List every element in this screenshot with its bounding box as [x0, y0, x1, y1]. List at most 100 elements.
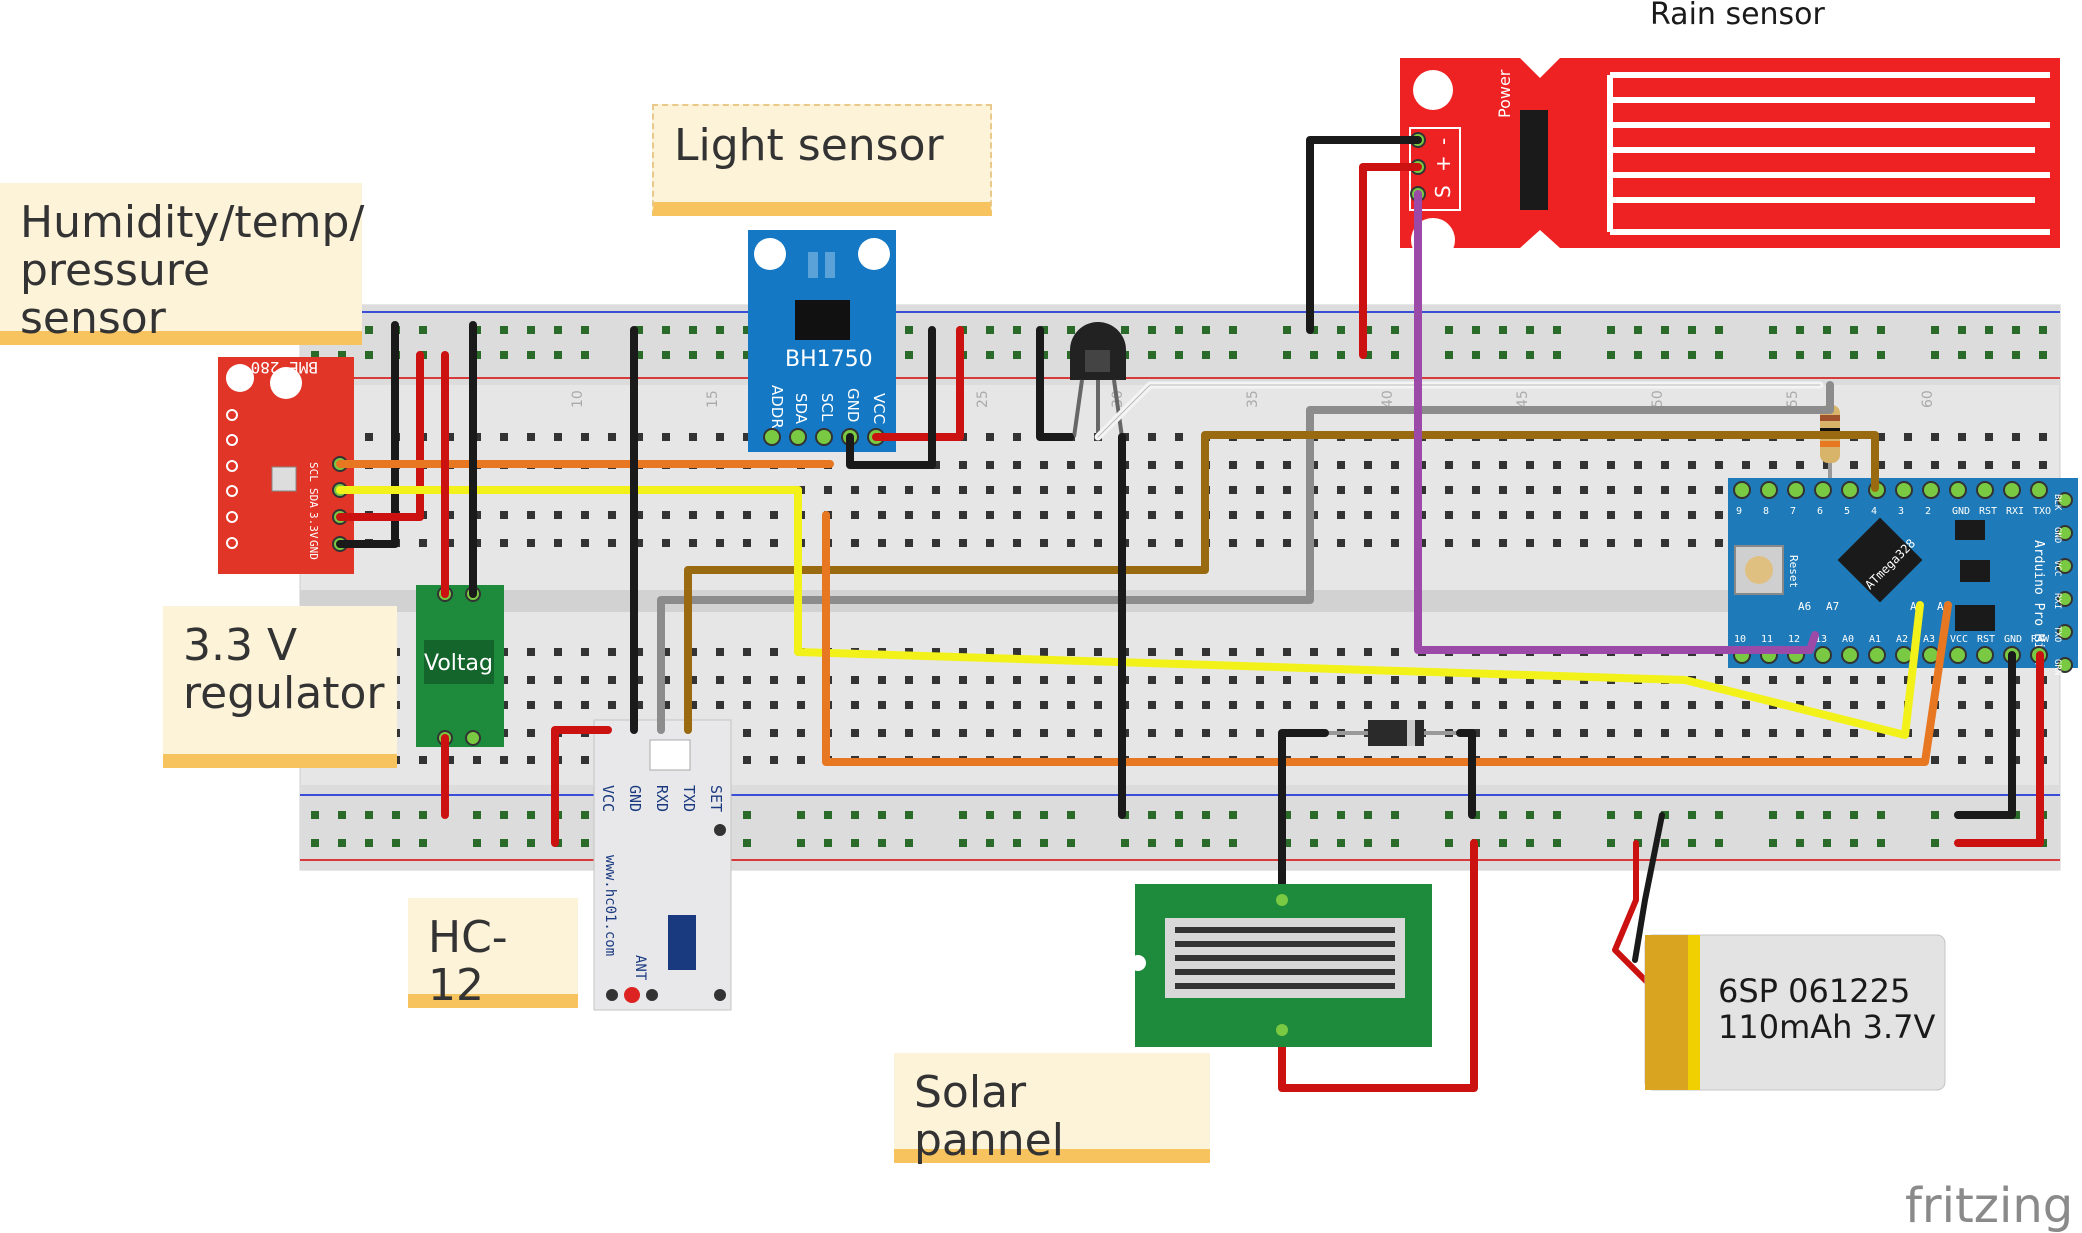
breadboard-hole	[1715, 511, 1723, 519]
breadboard-hole	[1553, 839, 1561, 847]
breadboard-hole	[1067, 729, 1075, 737]
arduino-pin	[1814, 646, 1832, 664]
bh1750-pin-scl: SCL	[818, 393, 836, 422]
breadboard-hole	[1148, 648, 1156, 656]
wire-red-rain-vcc	[1359, 163, 1422, 359]
breadboard-hole	[635, 351, 643, 359]
breadboard-hole	[1958, 756, 1966, 764]
breadboard-hole	[662, 351, 670, 359]
breadboard-hole	[743, 701, 751, 709]
breadboard-hole	[1283, 539, 1291, 547]
wire-red-bme-3v3	[336, 351, 424, 521]
breadboard-hole	[770, 648, 778, 656]
breadboard-hole	[1877, 676, 1885, 684]
breadboard-hole	[635, 648, 643, 656]
breadboard-hole	[905, 676, 913, 684]
wire-white-outline	[1097, 384, 1821, 438]
breadboard-hole	[419, 326, 427, 334]
breadboard-hole	[1823, 326, 1831, 334]
breadboard-hole	[1472, 676, 1480, 684]
arduino-pin-label: TXO	[2033, 506, 2051, 517]
rain-pin-s: S	[1431, 185, 1455, 198]
breadboard-hole	[1634, 461, 1642, 469]
breadboard-hole	[1877, 839, 1885, 847]
breadboard-hole	[1985, 326, 1993, 334]
breadboard-hole	[932, 511, 940, 519]
arduino-name-label: Arduino Pro Mini	[2031, 540, 2046, 665]
breadboard-hole	[1931, 351, 1939, 359]
breadboard-hole	[1661, 351, 1669, 359]
hc12-pin-gnd: GND	[626, 785, 644, 812]
breadboard-hole	[797, 701, 805, 709]
breadboard-hole	[1337, 539, 1345, 547]
breadboard-hole	[608, 539, 616, 547]
breadboard-hole	[1553, 676, 1561, 684]
arduino-pin-label: RXI	[2052, 593, 2062, 609]
column-number: 45	[1515, 390, 1531, 408]
breadboard-hole	[1769, 729, 1777, 737]
breadboard-hole	[1877, 461, 1885, 469]
rain-pin-plus: +	[1431, 155, 1455, 172]
breadboard-hole	[1337, 461, 1345, 469]
breadboard-hole	[500, 433, 508, 441]
breadboard-hole	[1364, 839, 1372, 847]
breadboard-hole	[716, 648, 724, 656]
breadboard-hole	[1688, 539, 1696, 547]
breadboard-hole	[1229, 701, 1237, 709]
breadboard-hole	[1931, 839, 1939, 847]
breadboard-hole	[1256, 648, 1264, 656]
breadboard-hole	[500, 756, 508, 764]
breadboard-hole	[1877, 811, 1885, 819]
hc12-pin-vcc: VCC	[599, 785, 617, 812]
breadboard-hole	[1148, 539, 1156, 547]
breadboard-hole	[662, 326, 670, 334]
breadboard-hole	[1013, 461, 1021, 469]
arduino-pin	[1976, 481, 1994, 499]
breadboard-hole	[1985, 729, 1993, 737]
breadboard-hole	[554, 539, 562, 547]
arduino-pin-label: 10	[1734, 634, 1746, 645]
bh1750-pin-gnd: GND	[844, 388, 862, 422]
breadboard-hole	[1013, 351, 1021, 359]
breadboard-hole	[932, 676, 940, 684]
breadboard-hole	[1283, 811, 1291, 819]
breadboard-hole	[743, 729, 751, 737]
breadboard-hole	[1175, 839, 1183, 847]
breadboard-hole	[1904, 461, 1912, 469]
breadboard-hole	[716, 351, 724, 359]
breadboard-hole	[1364, 511, 1372, 519]
breadboard-hole	[1445, 839, 1453, 847]
breadboard-hole	[1634, 539, 1642, 547]
breadboard-hole	[1580, 701, 1588, 709]
breadboard-hole	[905, 486, 913, 494]
breadboard-hole	[1688, 701, 1696, 709]
breadboard-hole	[1283, 351, 1291, 359]
solar-note: Solar pannel	[894, 1053, 1210, 1165]
breadboard-hole	[1553, 486, 1561, 494]
breadboard-hole	[770, 701, 778, 709]
wire-black-bme-gnd	[336, 321, 399, 548]
breadboard-hole	[1256, 729, 1264, 737]
rain-power-label: Power	[1495, 69, 1514, 118]
breadboard-hole	[689, 539, 697, 547]
breadboard-hole	[527, 539, 535, 547]
breadboard-hole	[1283, 486, 1291, 494]
breadboard-hole	[1391, 486, 1399, 494]
breadboard-hole	[986, 486, 994, 494]
breadboard-hole	[1769, 351, 1777, 359]
breadboard-hole	[1985, 676, 1993, 684]
breadboard-hole	[1175, 461, 1183, 469]
breadboard-hole	[527, 756, 535, 764]
breadboard-hole	[581, 811, 589, 819]
breadboard-hole	[797, 676, 805, 684]
hc12-pin-set: SET	[707, 785, 725, 812]
breadboard-hole	[770, 756, 778, 764]
breadboard-hole	[1229, 648, 1237, 656]
regulator-text: Voltag	[424, 651, 493, 676]
breadboard-hole	[1364, 539, 1372, 547]
arduino-pin-label: 2	[1925, 506, 1931, 517]
breadboard-hole	[554, 351, 562, 359]
breadboard-hole	[662, 433, 670, 441]
breadboard-hole	[1499, 486, 1507, 494]
bh1750-pin-sda: SDA	[792, 393, 810, 425]
